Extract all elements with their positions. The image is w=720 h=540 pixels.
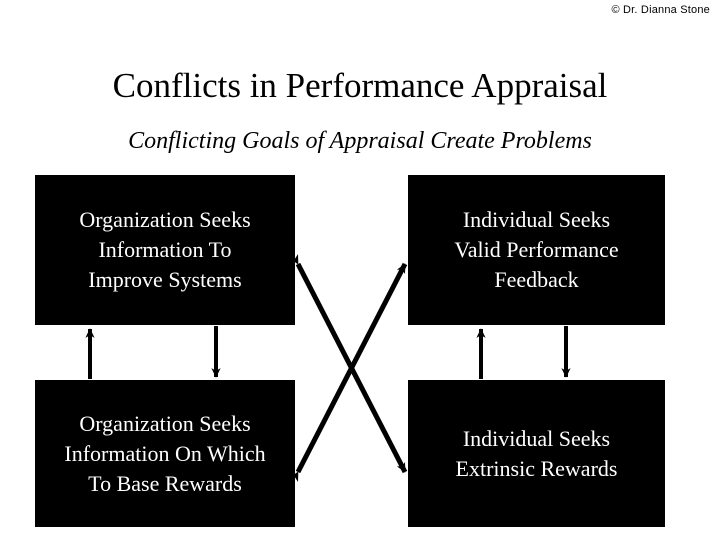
node-label: Organization Seeks Information On Which … <box>64 410 266 496</box>
node-organization-improve-systems[interactable]: Organization Seeks Information To Improv… <box>35 175 295 325</box>
node-label: Organization Seeks Information To Improv… <box>79 207 251 292</box>
node-individual-valid-feedback[interactable]: Individual Seeks Valid Performance Feedb… <box>408 175 665 325</box>
connector-diagonal-bl-tr <box>289 262 408 483</box>
node-organization-base-rewards[interactable]: Organization Seeks Information On Which … <box>35 380 295 527</box>
page-subtitle: Conflicting Goals of Appraisal Create Pr… <box>128 128 592 154</box>
page-title: Conflicts in Performance Appraisal <box>112 66 608 105</box>
node-individual-extrinsic-rewards[interactable]: Individual Seeks Extrinsic Rewards <box>408 380 665 527</box>
node-label: Individual Seeks Valid Performance Feedb… <box>454 207 619 292</box>
copyright-notice: © Dr. Dianna Stone <box>611 4 710 16</box>
node-label: Individual Seeks Extrinsic Rewards <box>455 425 618 481</box>
